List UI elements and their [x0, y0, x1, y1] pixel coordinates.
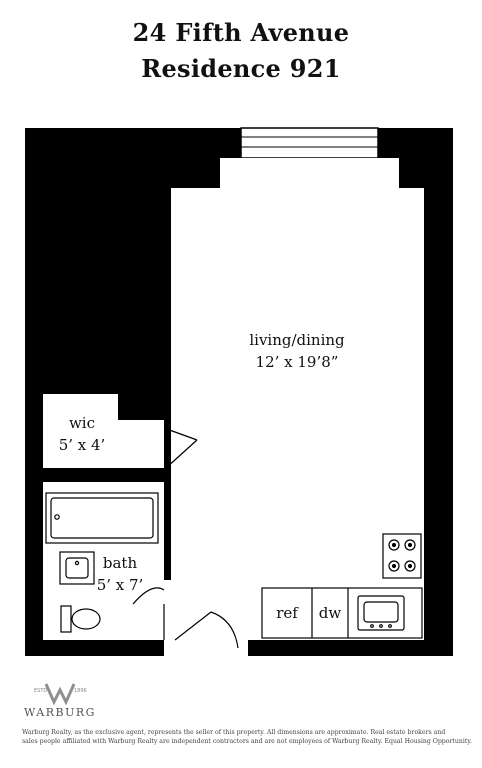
stove-icon — [382, 533, 422, 579]
estd-left: ESTD — [34, 688, 48, 694]
residence-title: Residence 921 — [141, 54, 341, 83]
living-size: 12’ x 19’8” — [256, 353, 339, 371]
bath-size: 5’ x 7’ — [97, 576, 144, 594]
living-name: living/dining — [249, 331, 345, 349]
bathtub-icon — [45, 492, 159, 544]
entry-door — [174, 611, 239, 649]
outer-walls — [25, 128, 453, 656]
dw-label: dw — [319, 604, 342, 622]
ref-label: ref — [276, 604, 299, 622]
entry-opening — [175, 640, 238, 656]
kitchen-sink-icon — [357, 595, 405, 631]
address-title: 24 Fifth Avenue — [132, 18, 350, 47]
toilet-icon — [60, 605, 101, 633]
logo-wordmark: WARBURG — [24, 706, 96, 719]
wic-door — [163, 427, 198, 469]
walls — [25, 128, 453, 656]
hall-opening — [164, 580, 248, 640]
disclaimer-line-1: Warburg Realty, as the exclusive agent, … — [22, 729, 446, 736]
window — [220, 127, 399, 188]
disclaimer-line-2: sales people affiliated with Warburg Rea… — [22, 738, 472, 745]
warburg-logo-icon — [44, 683, 76, 706]
bath-name: bath — [103, 554, 138, 572]
wic-size: 5’ x 4’ — [59, 436, 106, 454]
estd-right: 1896 — [74, 688, 87, 694]
bath-sink-icon — [59, 551, 95, 585]
bath-door — [132, 587, 165, 640]
wic-name: wic — [69, 414, 95, 432]
disclaimer: Warburg Realty, as the exclusive agent, … — [22, 728, 472, 746]
